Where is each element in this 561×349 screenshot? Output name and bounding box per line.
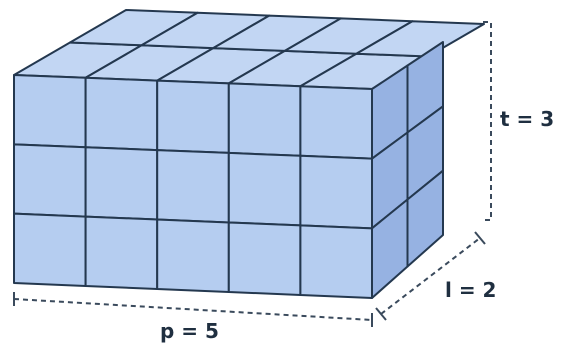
width-tick-start	[375, 307, 387, 321]
side-unit-cube	[406, 169, 444, 268]
front-unit-cube	[84, 215, 159, 290]
width-line	[380, 237, 481, 315]
front-unit-cube	[156, 149, 230, 224]
front-unit-cube	[299, 224, 373, 299]
front-unit-cube	[227, 151, 302, 227]
front-unit-cube	[13, 212, 87, 287]
length-dimension	[13, 292, 373, 327]
front-unit-cube	[299, 154, 373, 230]
length-line	[13, 298, 373, 321]
front-unit-cube	[84, 76, 159, 152]
height-label: t = 3	[500, 107, 554, 131]
width-label: l = 2	[445, 278, 496, 302]
front-unit-cube	[299, 85, 373, 160]
front-unit-cube	[13, 143, 87, 218]
width-dimension	[375, 231, 486, 321]
cuboid-side-face	[371, 41, 444, 299]
front-unit-cube	[13, 74, 87, 149]
width-tick-end	[474, 231, 486, 245]
top-unit-cube	[355, 20, 485, 58]
front-unit-cube	[227, 82, 302, 157]
cuboid-front-face	[13, 74, 373, 299]
front-unit-cube	[227, 221, 302, 296]
front-unit-cube	[156, 218, 230, 293]
front-unit-cube	[84, 146, 159, 221]
height-dimension	[483, 21, 492, 221]
length-label: p = 5	[160, 319, 219, 343]
height-bracket	[483, 21, 492, 221]
front-unit-cube	[156, 79, 230, 154]
